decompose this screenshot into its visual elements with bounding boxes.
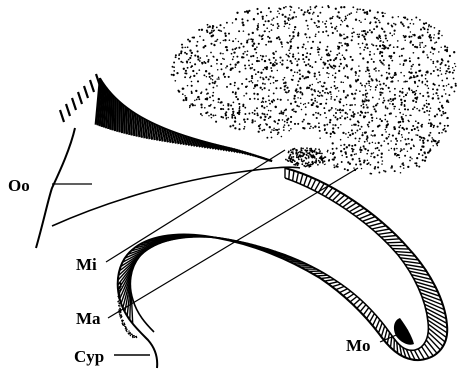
label-leader-lines [52, 150, 408, 355]
oviduct-tube [117, 168, 447, 368]
funnel-lower-edge [52, 167, 300, 226]
funnel-left-lip [36, 128, 75, 248]
funnel-hatching [60, 74, 272, 161]
label-mo: Mo [346, 336, 371, 355]
tube-inner-wall [130, 178, 428, 350]
label-oo: Oo [8, 176, 30, 195]
infundibulum-funnel [36, 74, 300, 248]
mi-stippled-knob [283, 145, 329, 169]
label-cyp: Cyp [74, 347, 104, 366]
label-ma: Ma [76, 309, 101, 328]
label-mi: Mi [76, 255, 97, 274]
